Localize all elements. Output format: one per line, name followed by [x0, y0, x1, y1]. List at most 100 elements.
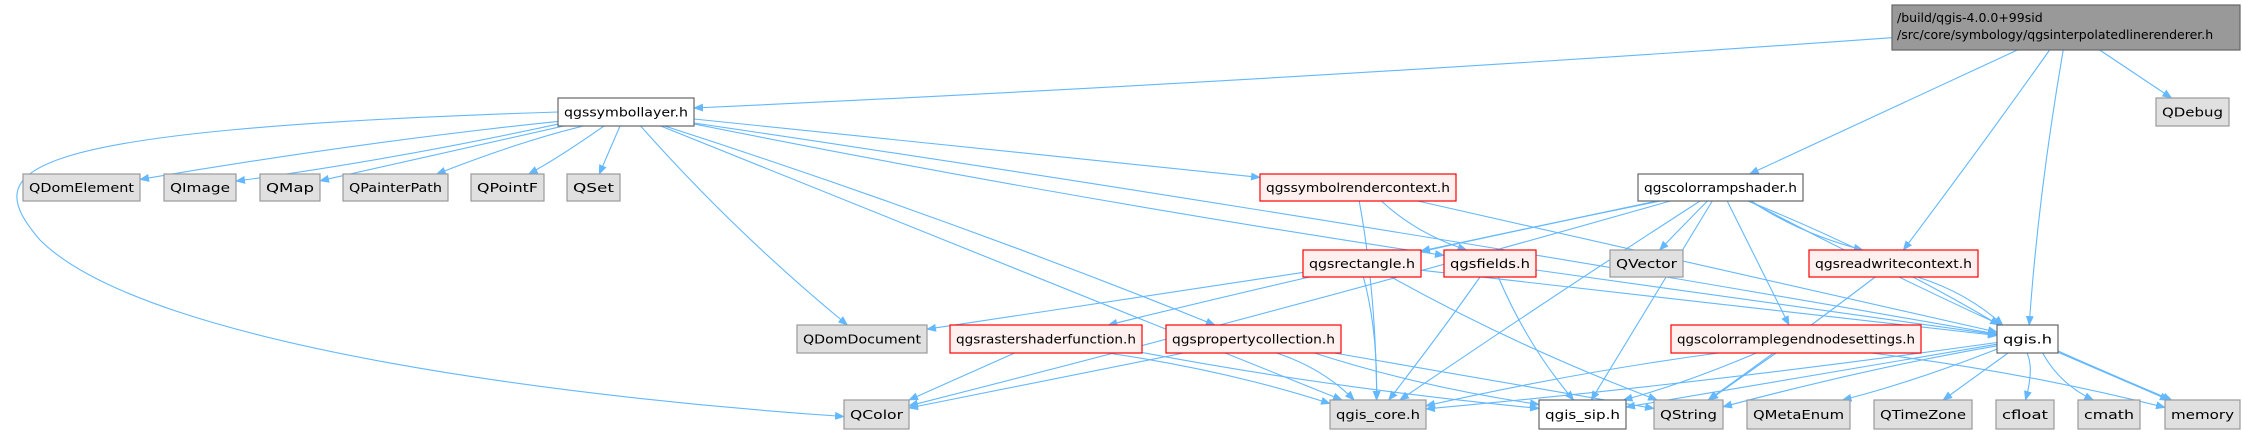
node-label: QDomElement: [29, 180, 134, 195]
node-qgspropertycollection[interactable]: qgspropertycollection.h: [1165, 324, 1342, 354]
node-label-line: /src/core/symbology/qgsinterpolatedliner…: [1897, 27, 2213, 42]
edge-qgsreadwritecontext-to-qgis: [1917, 276, 2004, 326]
node-box: [2155, 97, 2230, 127]
edge-qgssymbollayer-to-QImage: [235, 123, 559, 184]
edge-root-to-qgis: [2025, 49, 2064, 326]
edge-qgis-to-cfloat: [2024, 352, 2032, 401]
edge-qgscolorrampshader-to-QColor: [908, 200, 1671, 408]
node-box: [2077, 399, 2141, 430]
node-QVector: QVector: [1609, 249, 1684, 278]
edge-qgsfields-to-qgis_core: [1388, 276, 1481, 401]
node-qgsrastershaderfunction[interactable]: qgsrastershaderfunction.h: [949, 324, 1143, 354]
node-label: QDomDocument: [803, 332, 921, 347]
edge-root-to-qgscolorrampshader: [1748, 49, 2018, 175]
edge-qgscolorramplegendnodesettings-to-qgis_core: [1425, 352, 1719, 408]
edge-qgscolorrampshader-to-memory: [1748, 200, 2173, 401]
node-qgis_sip[interactable]: qgis_sip.h: [1538, 399, 1627, 430]
edge-qgis-to-memory: [2057, 351, 2170, 401]
edge-qgssymbollayer-to-qgspropertycollection: [664, 125, 1216, 326]
node-label: qgis_core.h: [1336, 407, 1420, 422]
node-QTimeZone: QTimeZone: [1873, 399, 1973, 430]
node-QDomElement: QDomElement: [22, 173, 141, 202]
edge-qgspropertycollection-to-qgis_core: [1276, 352, 1355, 401]
node-box: [1873, 399, 1973, 430]
node-box: [1653, 399, 1724, 430]
edge-qgis-to-QString: [1722, 345, 1998, 409]
node-label: qgssymbolrendercontext.h: [1266, 180, 1450, 195]
node-QPainterPath: QPainterPath: [342, 173, 449, 202]
node-label: qgsrectangle.h: [1309, 256, 1415, 271]
edge-root-to-qgssymbollayer: [693, 37, 1893, 112]
node-label: qgis.h: [2003, 332, 2052, 347]
edge-qgssymbollayer-to-QDomElement: [139, 120, 559, 182]
node-box: [949, 324, 1143, 354]
node-qgis_core: qgis_core.h: [1329, 399, 1427, 430]
node-QMap: QMap: [259, 173, 321, 202]
node-qgssymbolrendercontext[interactable]: qgssymbolrendercontext.h: [1259, 173, 1457, 202]
node-qgis[interactable]: qgis.h: [1996, 324, 2059, 354]
edge-qgssymbollayer-to-qgsfields: [693, 123, 1445, 259]
node-label: cmath: [2084, 407, 2134, 422]
node-label: qgscolorrampshader.h: [1644, 180, 1797, 195]
node-label: QPainterPath: [349, 180, 442, 195]
edges-layer: [16, 37, 2173, 420]
node-box: [470, 173, 545, 202]
edge-qgssymbollayer-to-qgis_core: [660, 125, 1343, 401]
node-box: [1995, 399, 2055, 430]
node-box: [557, 97, 695, 127]
node-qgscolorramplegendnodesettings[interactable]: qgscolorramplegendnodesettings.h: [1670, 324, 1922, 354]
node-cfloat: cfloat: [1995, 399, 2055, 430]
node-box: [1746, 399, 1851, 430]
edge-qgssymbolrendercontext-to-qgis: [1417, 200, 1998, 335]
node-QPointF: QPointF: [470, 173, 545, 202]
node-label: qgis_sip.h: [1545, 407, 1620, 422]
edge-qgssymbollayer-to-qgssymbolrendercontext: [693, 118, 1261, 181]
node-label: QImage: [170, 180, 230, 195]
node-box: [566, 173, 621, 202]
node-box: [259, 173, 321, 202]
node-QString: QString: [1653, 399, 1724, 430]
node-box: [342, 173, 449, 202]
node-box: [1808, 249, 1979, 278]
node-label: QString: [1660, 407, 1717, 422]
node-box: [1609, 249, 1684, 278]
edge-qgis-to-qgis_sip: [1625, 343, 1998, 410]
node-label: qgssymbollayer.h: [564, 105, 688, 120]
node-label: qgspropertycollection.h: [1172, 332, 1335, 347]
edge-root-to-qgsreadwritecontext: [1902, 49, 2051, 251]
node-root[interactable]: /build/qgis-4.0.0+99sid/src/core/symbolo…: [1891, 4, 2241, 51]
node-qgsrectangle[interactable]: qgsrectangle.h: [1302, 249, 1422, 278]
node-QMetaEnum: QMetaEnum: [1746, 399, 1851, 430]
node-box: [1538, 399, 1627, 430]
node-label: QSet: [573, 180, 614, 195]
edge-qgscolorrampshader-to-qgis_sip: [1590, 200, 1713, 401]
edge-qgssymbollayer-to-QPainterPath: [435, 125, 584, 175]
edge-qgspropertycollection-to-qgis_sip: [1314, 352, 1540, 408]
edge-qgis-to-cmath: [2042, 352, 2095, 401]
node-qgssymbollayer[interactable]: qgssymbollayer.h: [557, 97, 695, 127]
node-box: [1891, 4, 2241, 51]
node-label: qgsfields.h: [1450, 256, 1530, 271]
node-label: QColor: [850, 407, 904, 422]
node-qgsreadwritecontext[interactable]: qgsreadwritecontext.h: [1808, 249, 1979, 278]
edge-qgsrastershaderfunction-to-qgis_core: [1107, 352, 1331, 405]
node-qgsfields[interactable]: qgsfields.h: [1443, 249, 1537, 278]
edge-qgssymbollayer-to-QPointF: [527, 125, 605, 175]
edge-qgsrastershaderfunction-to-QColor: [908, 352, 1015, 401]
edge-qgsrectangle-to-QDomDocument: [926, 271, 1304, 332]
node-box: [1259, 173, 1457, 202]
edge-qgis-to-QMetaEnum: [1841, 348, 1998, 402]
node-qgscolorrampshader[interactable]: qgscolorrampshader.h: [1637, 173, 1804, 202]
edge-qgsrectangle-to-qgis_core: [1362, 276, 1381, 401]
edge-qgscolorrampshader-to-QVector: [1658, 200, 1708, 251]
edge-qgscolorramplegendnodesettings-to-qgis_sip: [1622, 352, 1757, 402]
edge-qgssymbolrendercontext-to-qgsfields: [1381, 200, 1468, 252]
node-QDebug: QDebug: [2155, 97, 2230, 127]
node-box: [1329, 399, 1427, 430]
node-label-line: /build/qgis-4.0.0+99sid: [1897, 10, 2043, 25]
edge-qgsfields-to-qgis: [1535, 269, 1998, 338]
edge-qgssymbollayer-to-QSet: [598, 125, 621, 175]
node-label: qgscolorramplegendnodesettings.h: [1677, 332, 1915, 347]
node-box: [1670, 324, 1922, 354]
node-label: QPointF: [477, 180, 538, 195]
